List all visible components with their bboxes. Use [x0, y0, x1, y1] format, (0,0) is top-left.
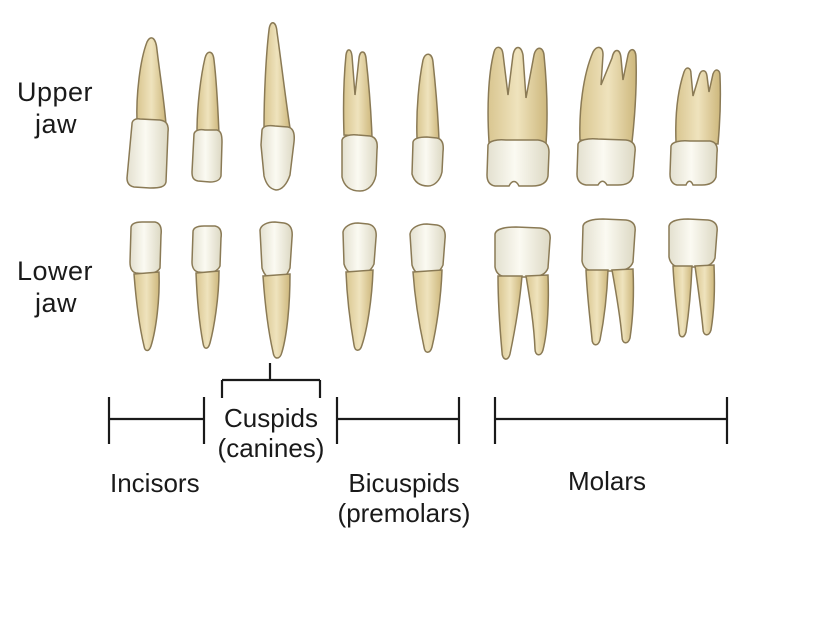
incisors-label: Incisors [110, 468, 200, 498]
upper-lateral-incisor [191, 51, 223, 183]
upper-third-molar [669, 67, 722, 186]
lower-lateral-incisor [191, 225, 222, 349]
upper-second-premolar [411, 53, 444, 187]
incisors-bracket [107, 397, 206, 444]
upper-first-molar [486, 46, 550, 187]
bicuspids-label-line1: Bicuspids [348, 468, 460, 498]
lower-third-molar [668, 218, 718, 338]
lower-central-incisor [129, 221, 162, 352]
lower-canine [259, 221, 293, 359]
lower-first-premolar [342, 222, 377, 351]
upper-jaw-label: Upper jaw [17, 76, 93, 140]
upper-central-incisor [126, 37, 169, 189]
cuspids-label-line1: Cuspids [224, 403, 318, 433]
bicuspids-label: Bicuspids (premolars) [326, 468, 482, 528]
cuspids-label: Cuspids (canines) [210, 403, 332, 463]
upper-first-premolar [341, 49, 378, 192]
cuspids-label-line2: (canines) [217, 433, 325, 463]
cuspids-bracket [220, 363, 322, 398]
lower-second-premolar [409, 223, 446, 353]
lower-jaw-label: Lower jaw [17, 255, 93, 319]
upper-second-molar [576, 46, 638, 186]
molars-bracket [493, 397, 729, 444]
bicuspids-label-line2: (premolars) [337, 498, 471, 528]
lower-jaw-label-line2: jaw [35, 288, 78, 318]
upper-canine [260, 22, 295, 191]
upper-jaw-label-line1: Upper [17, 77, 94, 107]
upper-jaw-label-line2: jaw [35, 109, 78, 139]
lower-jaw-label-line1: Lower [17, 256, 94, 286]
bicuspids-bracket [335, 397, 461, 444]
lower-first-molar [494, 226, 551, 360]
lower-second-molar [581, 218, 636, 346]
molars-label: Molars [568, 466, 647, 496]
